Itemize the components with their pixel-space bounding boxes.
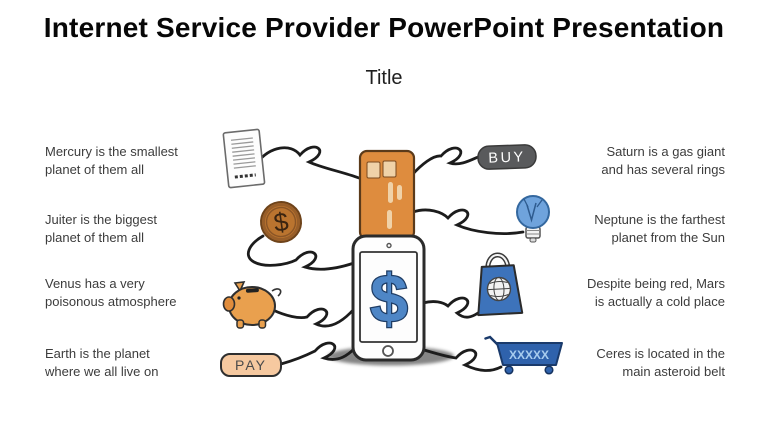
text-block-earth: Earth is the planet where we all live on (45, 346, 159, 379)
connector-piggy (271, 307, 356, 328)
pay-label: PAY (235, 357, 267, 373)
phone-screen (359, 251, 418, 343)
text-block-neptune: Neptune is the farthest planet from the … (594, 212, 725, 245)
text-block-ceres: Ceres is located in the main asteroid be… (596, 346, 725, 379)
text-block-jupiter: Juiter is the biggest planet of them all (45, 212, 158, 245)
connector-buy (410, 146, 480, 177)
connector-coin (246, 234, 356, 271)
pay-button-icon: PAY (220, 353, 282, 377)
smartphone-icon: $ (351, 234, 426, 362)
text-block-saturn: Saturn is a gas giant and has several ri… (601, 144, 725, 177)
screen-dollar-sign: $ (370, 261, 408, 337)
light-bulb-icon (516, 195, 550, 243)
buy-button-icon: BUY (477, 144, 537, 170)
connector-receipt (255, 145, 361, 180)
text-block-mars: Despite being red, Mars is actually a co… (586, 276, 725, 309)
phone-home-button (382, 345, 394, 357)
connector-wires (246, 145, 525, 372)
connector-pay (279, 341, 357, 366)
connector-bulb (411, 208, 525, 235)
buy-label: BUY (488, 149, 526, 166)
slide-title: Internet Service Provider PowerPoint Pre… (43, 12, 725, 43)
coin-dollar-sign: $ (272, 206, 291, 238)
shopping-bag-icon (477, 252, 524, 317)
coin-icon: $ (260, 201, 302, 243)
piggy-bank-icon (222, 281, 282, 329)
text-block-venus: Venus has a very poisonous atmosphere (45, 276, 177, 309)
connector-cart (419, 347, 503, 372)
cart-label: XXXXX (509, 348, 549, 362)
slide-subtitle: Title (365, 67, 403, 89)
receipt-icon (222, 128, 266, 189)
connector-bag (421, 296, 480, 319)
phone-speaker-dot (386, 242, 392, 249)
text-block-mercury: Mercury is the smallest planet of them a… (45, 144, 178, 177)
shopping-cart-icon: XXXXX (484, 335, 563, 375)
credit-card-icon (358, 149, 416, 241)
